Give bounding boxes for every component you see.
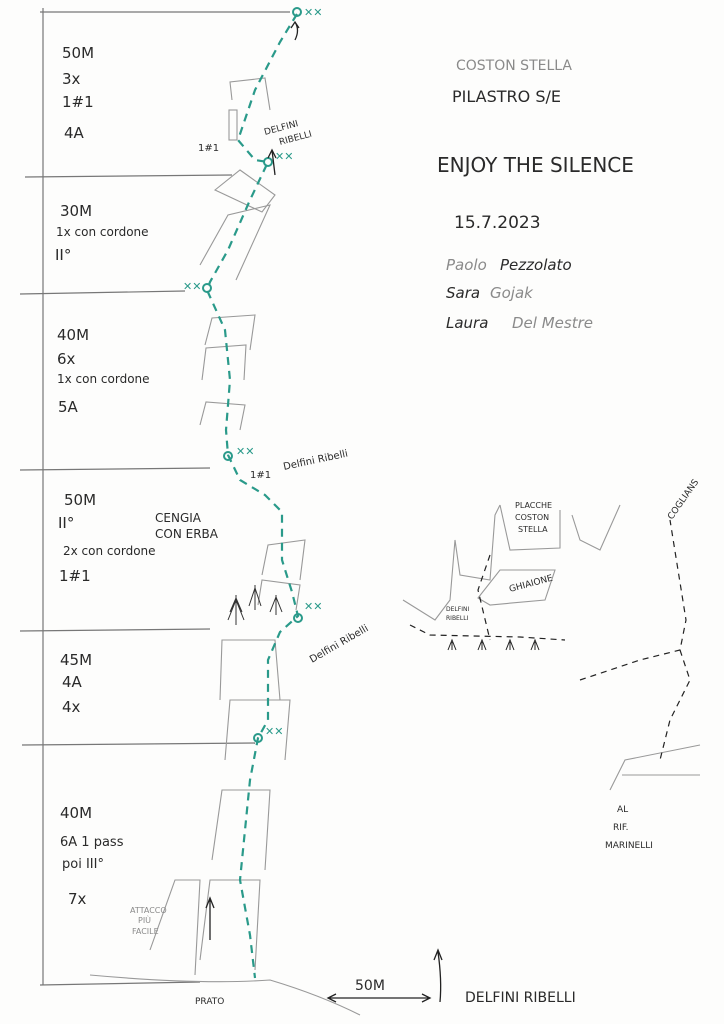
pitch-6-note: 4A [64,124,85,142]
svg-text:PLACCHE: PLACCHE [515,501,552,510]
svg-text:PIÙ: PIÙ [138,914,151,925]
belay-icon [253,733,263,743]
svg-text:DELFINI RIBELLI: DELFINI RIBELLI [465,990,576,1006]
pitch-3-length: 50M [64,491,96,509]
pitch-4-note: 6x [57,350,76,368]
tree-icons [227,585,283,625]
svg-text:Paolo: Paolo [446,256,487,274]
pitch-3-note: 1#1 [59,567,91,585]
svg-text:Pezzolato: Pezzolato [500,256,572,274]
svg-text:✕✕: ✕✕ [265,725,283,738]
pitch-5-note: II° [55,246,71,264]
pitch-divider [24,174,233,178]
sector-name: PILASTRO S/E [452,87,561,106]
title-block: COSTON STELLA PILASTRO S/E ENJOY THE SIL… [437,58,634,332]
pitch-divider [19,290,186,295]
svg-text:✕✕: ✕✕ [236,445,254,458]
arrow-icons [205,20,443,1003]
belay-icon [223,451,233,461]
svg-text:✕✕: ✕✕ [183,280,201,293]
pitch-2-length: 45M [60,651,92,669]
svg-text:Sara: Sara [446,284,480,302]
belay-icon [293,613,303,623]
svg-text:FACILE: FACILE [132,927,159,936]
svg-text:Gojak: Gojak [490,284,534,302]
svg-text:DELFINI: DELFINI [446,606,469,613]
route-date: 15.7.2023 [454,213,541,233]
up-arrow-icon [433,948,443,1003]
pitch-divider [21,742,256,746]
ground-line [39,981,201,986]
pitch-6-length: 50M [62,44,94,62]
pitch-4-note: 1x con cordone [57,372,150,386]
pitch-2-note: 4A [62,673,83,691]
svg-text:1#1: 1#1 [250,470,271,481]
belay-stations [202,7,303,743]
belay-icon [292,7,302,17]
pitch-1-note: poi III° [62,857,104,872]
pitch-divider [19,467,211,471]
svg-text:Del Mestre: Del Mestre [512,314,593,332]
distance-arrow-icon [326,993,432,1003]
pitch-1-note: 6A 1 pass [60,835,124,850]
svg-text:COGLIANS: COGLIANS [666,478,701,522]
up-arrow-icon [205,896,215,940]
pitch-1-note: 7x [68,890,87,908]
svg-text:✕✕: ✕✕ [304,600,322,613]
belay-icon [202,283,212,293]
svg-text:Delfini Ribelli: Delfini Ribelli [282,448,349,472]
pitch-5-length: 30M [60,202,92,220]
pitch-notes: 50M 3x 1#1 4A 30M 1x con cordone II° 40M… [55,44,156,908]
svg-text:Laura: Laura [446,314,488,332]
svg-text:✕✕: ✕✕ [275,150,293,163]
pitch-divider [19,628,211,632]
svg-text:ATTACCO: ATTACCO [130,906,167,915]
svg-text:✕✕: ✕✕ [304,6,322,19]
pitch-6-note: 3x [62,70,81,88]
svg-text:CENGIA: CENGIA [155,511,202,525]
svg-text:Delfini Ribelli: Delfini Ribelli [308,623,370,665]
svg-text:CON ERBA: CON ERBA [155,527,219,541]
svg-text:RIBELLI: RIBELLI [446,615,469,622]
svg-text:MARINELLI: MARINELLI [605,841,653,851]
bolt-marks: ✕✕ ✕✕ ✕✕ ✕✕ ✕✕ ✕✕ [183,6,322,738]
route-annotations: DELFINI RIBELLI 1#1 1#1 Delfini Ribelli … [130,119,576,1007]
pitch-5-note: 1x con cordone [56,225,149,239]
pitch-2-note: 4x [62,698,81,716]
pitch-1-length: 40M [60,804,92,822]
svg-text:RIF.: RIF. [613,823,629,833]
pitch-3-note: 2x con cordone [63,544,156,558]
svg-text:50M: 50M [355,978,385,994]
svg-text:STELLA: STELLA [518,525,548,534]
up-arrow-icon [267,148,277,176]
svg-text:COSTON: COSTON [515,513,549,522]
svg-text:AL: AL [617,805,628,815]
svg-text:1#1: 1#1 [198,143,219,154]
pitch-4-length: 40M [57,326,89,344]
pitch-6-note: 1#1 [62,93,94,111]
approach-map: PLACCHE COSTON STELLA GHIAIONE DELFINI R… [402,478,701,851]
pitch-4-note: 5A [58,398,79,416]
pitch-table-lines [19,8,290,986]
up-arrow-icon [290,20,300,41]
svg-text:PRATO: PRATO [195,997,224,1007]
pitch-3-note: II° [58,514,74,532]
belay-icon [263,157,273,167]
route-name: ENJOY THE SILENCE [437,153,634,177]
area-name: COSTON STELLA [456,58,572,74]
